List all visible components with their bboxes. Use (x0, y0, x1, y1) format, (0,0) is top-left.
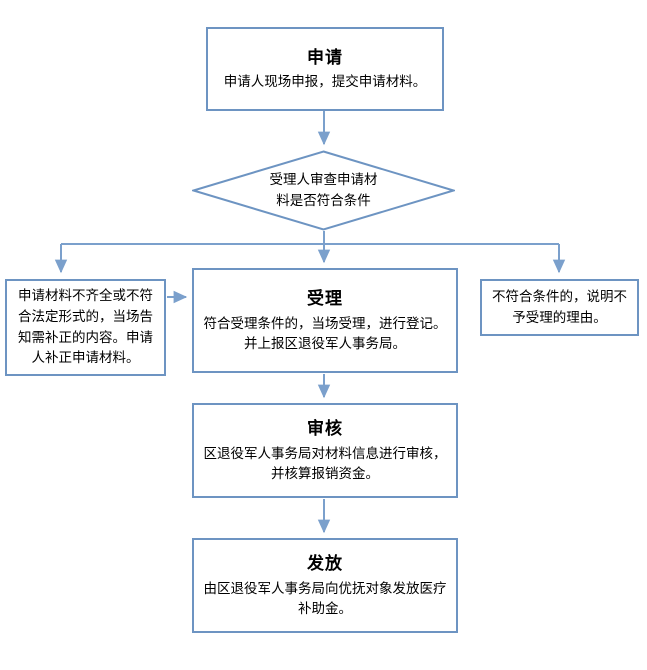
node-accept-title: 受理 (307, 288, 343, 309)
node-reject: 不符合条件的，说明不予受理的理由。 (480, 279, 639, 336)
node-issue: 发放 由区退役军人事务局向优抚对象发放医疗补助金。 (192, 538, 458, 633)
node-apply: 申请 申请人现场申报，提交申请材料。 (206, 27, 444, 111)
connector-decision-stem (61, 231, 559, 245)
node-review-body: 区退役军人事务局对材料信息进行审核，并核算报销资金。 (203, 445, 447, 482)
node-apply-body: 申请人现场申报，提交申请材料。 (223, 74, 427, 91)
node-review-title: 审核 (307, 418, 343, 439)
node-supplement: 申请材料不齐全或不符合法定形式的，当场告知需补正的内容。申请人补正申请材料。 (5, 279, 166, 376)
node-issue-title: 发放 (307, 553, 343, 574)
node-decision-body: 受理人审查申请材 料是否符合条件 (269, 172, 378, 209)
node-accept-body: 符合受理条件的，当场受理，进行登记。并上报区退役军人事务局。 (203, 315, 447, 352)
node-review: 审核 区退役军人事务局对材料信息进行审核，并核算报销资金。 (192, 403, 458, 498)
node-decision: 受理人审查申请材 料是否符合条件 (192, 150, 455, 231)
decision-diamond-shape (192, 150, 455, 231)
node-supplement-body: 申请材料不齐全或不符合法定形式的，当场告知需补正的内容。申请人补正申请材料。 (18, 288, 153, 367)
node-apply-title: 申请 (307, 47, 343, 68)
node-accept: 受理 符合受理条件的，当场受理，进行登记。并上报区退役军人事务局。 (192, 268, 458, 373)
node-issue-body: 由区退役军人事务局向优抚对象发放医疗补助金。 (203, 580, 447, 617)
node-reject-body: 不符合条件的，说明不予受理的理由。 (492, 288, 627, 326)
